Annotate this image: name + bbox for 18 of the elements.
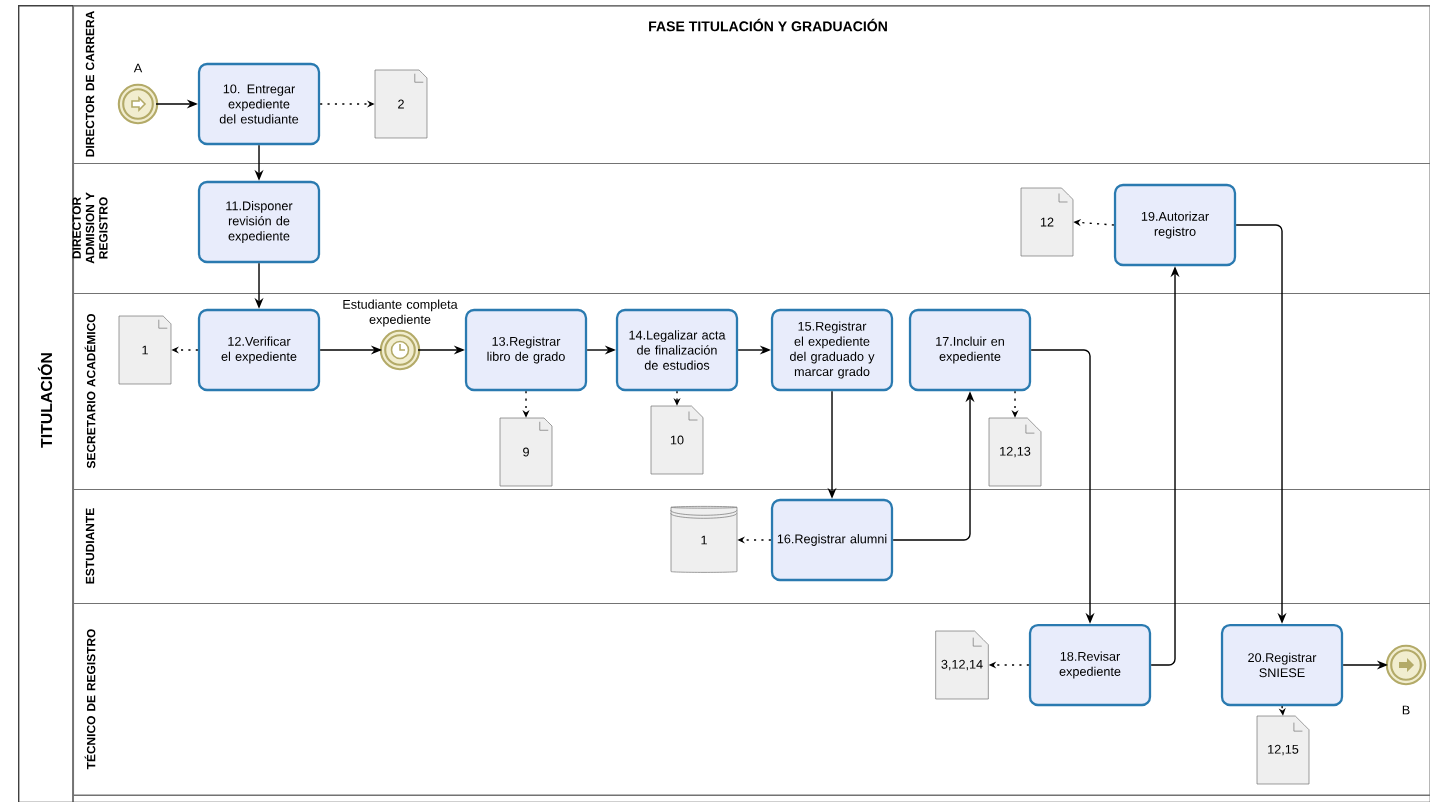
task-box: 15.Registrar el expediente del graduado y marcar grado: [770, 308, 894, 392]
task-box: 13.Registrar libro de grado: [464, 308, 588, 392]
task-box: 18.Revisar expediente: [1028, 623, 1152, 707]
task-box: 20.Registrar SNIESE: [1220, 623, 1344, 707]
event-label: B: [1402, 705, 1410, 715]
end-event: [1385, 644, 1427, 686]
diagram-title: FASE TITULACIÓN Y GRADUACIÓN: [649, 18, 887, 32]
event-label: A: [133, 63, 143, 73]
task-box: 11.Disponer revisión de expediente: [197, 180, 321, 264]
task-box: 19.Autorizar registro: [1113, 183, 1237, 267]
event-label: Estudiante completa expediente: [343, 299, 458, 327]
task-box: 16.Registrar alumni: [770, 498, 894, 582]
timer-event: [379, 329, 421, 371]
task-box: 17.Incluir en expediente: [908, 308, 1032, 392]
task-box: 10. Entregar expediente del estudiante: [197, 62, 321, 146]
task-box: 12.Verificar el expediente: [197, 308, 321, 392]
task-box: 14.Legalizar acta de finalización de estudios: [615, 308, 739, 392]
start-event: [117, 83, 159, 125]
